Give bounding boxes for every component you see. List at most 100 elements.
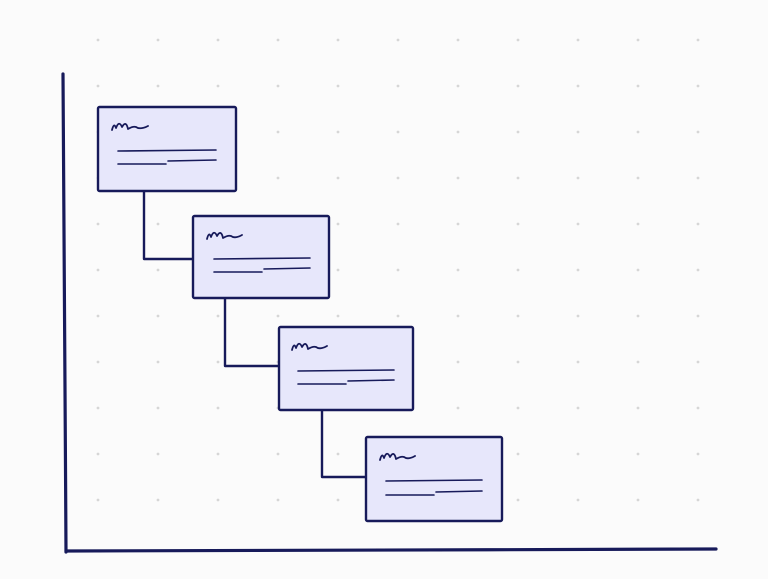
grid-dot [696,38,700,42]
grid-dot [396,38,400,42]
grid-dot [516,38,520,42]
grid-dot [696,360,700,364]
grid-dot [576,84,580,88]
grid-dot [396,130,400,134]
grid-dot [96,406,100,410]
card-4 [364,435,504,523]
grid-dot [696,176,700,180]
grid-dot [396,222,400,226]
grid-dot [516,406,520,410]
grid-dot [156,406,160,410]
grid-dot [456,176,460,180]
grid-dot [156,452,160,456]
grid-dot [156,84,160,88]
grid-dot [156,38,160,42]
card-box [364,435,504,523]
grid-dot [276,84,280,88]
grid-dot [276,38,280,42]
grid-dot [276,314,280,318]
grid-dot [636,268,640,272]
grid-dot [156,360,160,364]
grid-dot [516,84,520,88]
grid-dot [636,360,640,364]
grid-dot [576,314,580,318]
grid-dot [576,130,580,134]
grid-dot [456,38,460,42]
grid-dot [336,498,340,502]
grid-dot [576,360,580,364]
grid-dot [456,130,460,134]
grid-dot [696,406,700,410]
grid-dot [516,130,520,134]
grid-dot [336,84,340,88]
grid-dot [456,406,460,410]
vertical-axis [61,72,68,554]
grid-dot [96,314,100,318]
grid-dot [336,130,340,134]
grid-dot [636,84,640,88]
scribble-icon [206,231,243,240]
text-line [117,159,217,165]
grid-dot [456,314,460,318]
grid-dot [516,268,520,272]
grid-dot [516,314,520,318]
grid-dot [156,314,160,318]
grid-dot [396,84,400,88]
text-line [385,490,483,496]
card-2 [191,214,331,300]
grid-dot [96,268,100,272]
scribble-icon [111,122,149,131]
scribble-icon [379,452,416,461]
grid-dot [96,452,100,456]
grid-dot [456,268,460,272]
text-line [385,479,483,482]
connector-1-2 [142,192,194,261]
grid-dot [516,498,520,502]
grid-dot [216,314,220,318]
card-box [191,214,331,300]
card-3 [277,325,415,412]
grid-dot [216,452,220,456]
grid-dot [96,222,100,226]
grid-dot [276,452,280,456]
grid-dot [216,84,220,88]
grid-dot [96,38,100,42]
grid-dot [696,452,700,456]
horizontal-axis [64,547,718,553]
grid-dot [636,452,640,456]
grid-dot [216,498,220,502]
grid-dot [96,84,100,88]
grid-dot [456,360,460,364]
grid-dot [156,222,160,226]
grid-dot [336,452,340,456]
grid-dot [336,38,340,42]
grid-dot [696,130,700,134]
grid-dot [636,222,640,226]
connectors [142,192,367,479]
card-box [277,325,415,412]
grid-dot [96,498,100,502]
grid-dot [696,314,700,318]
grid-dot [396,176,400,180]
grid-dot [396,268,400,272]
grid-dot [636,38,640,42]
grid-dot [156,268,160,272]
axes [61,72,718,554]
grid-dot [396,314,400,318]
text-line [213,267,311,273]
text-line [117,149,217,152]
grid-dot [576,176,580,180]
grid-dot [336,222,340,226]
grid-dot [696,498,700,502]
grid-dot [336,314,340,318]
grid-dot [216,360,220,364]
grid-dot [696,222,700,226]
grid-dot [576,268,580,272]
grid-dot [516,222,520,226]
grid-dot [456,84,460,88]
grid-dot [276,176,280,180]
grid-dot [576,452,580,456]
grid-dot [696,84,700,88]
grid-dot [636,406,640,410]
